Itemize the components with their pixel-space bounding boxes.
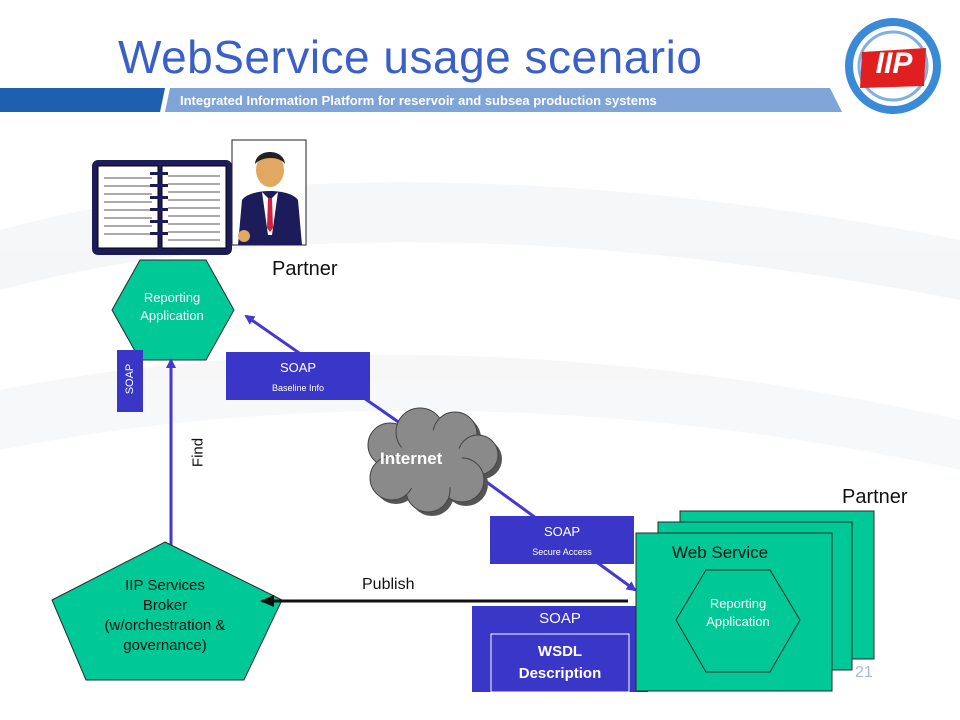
businessman-icon (231, 139, 307, 246)
soap-secure-sub: Secure Access (532, 547, 592, 557)
bottom-reporting-app-line-2: Application (706, 614, 770, 629)
wsdl-description-box (490, 633, 630, 693)
wsdl-line-2: Description (518, 665, 602, 682)
broker-line-1: IIP Services (125, 577, 205, 594)
partner-top-label: Partner (272, 258, 338, 280)
broker-label: IIP Services Broker (w/orchestration & g… (60, 576, 270, 656)
broker-line-2: Broker (142, 597, 188, 614)
soap-secure-box (490, 516, 634, 564)
broker-pentagon (51, 541, 283, 681)
wsdl-line-1: WSDL (537, 643, 583, 660)
top-reporting-app-hexagon (111, 259, 235, 361)
soap-baseline-box (226, 352, 370, 400)
organizer-book-icon (92, 160, 232, 255)
broker-line-3: (w/orchestration & (104, 617, 226, 634)
find-label: Find (189, 437, 207, 468)
partner-bottom-label: Partner (842, 486, 908, 508)
soap-baseline-sub: Baseline Info (271, 383, 325, 393)
soap-secure-title: SOAP (543, 524, 581, 539)
header-band (0, 88, 842, 112)
iip-logo (845, 18, 941, 114)
top-reporting-app-label: Reporting Application (112, 289, 232, 325)
broker-line-4: governance) (123, 637, 207, 654)
soap-vertical-box (117, 350, 143, 412)
soap-baseline-title: SOAP (279, 360, 317, 375)
bottom-reporting-app-line-1: Reporting (709, 596, 767, 611)
soap-wsdl-title: SOAP (539, 610, 581, 627)
internet-cloud (367, 407, 502, 516)
top-reporting-app-line-2: Application (140, 308, 204, 323)
page-title: WebService usage scenario (118, 31, 703, 83)
internet-label: Internet (380, 449, 443, 468)
page-subtitle: Integrated Information Platform for rese… (180, 93, 657, 108)
logo-text: IIP (875, 47, 913, 80)
wsdl-description-label: WSDL Description (491, 641, 629, 685)
bottom-reporting-app-label: Reporting Application (678, 595, 798, 631)
web-service-label: Web Service (672, 543, 769, 562)
top-reporting-app-line-1: Reporting (143, 290, 201, 305)
publish-label: Publish (362, 576, 415, 593)
soap-vertical-label: SOAP (124, 363, 136, 395)
page-number: 21 (855, 664, 873, 681)
bottom-reporting-app-hexagon (675, 569, 801, 673)
